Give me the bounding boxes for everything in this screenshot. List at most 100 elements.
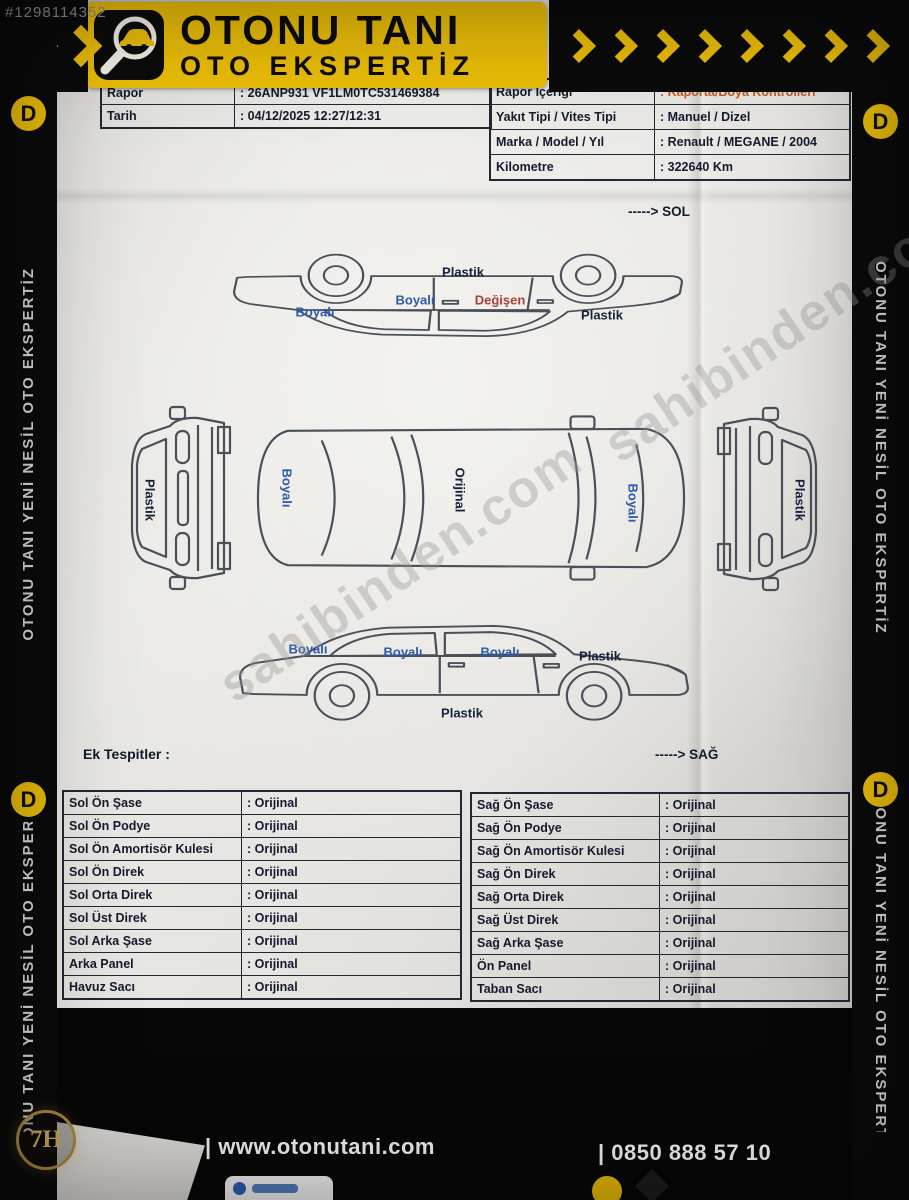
direction-label-sag: -----> SAĞ bbox=[655, 747, 719, 762]
brand-banner: OTONU TANI OTO EKSPERTİZ bbox=[85, 2, 547, 88]
panel-status-label: Boyalı bbox=[279, 468, 295, 508]
car-top-view-diagram bbox=[252, 402, 690, 594]
car-front-view-diagram bbox=[112, 403, 232, 593]
partial-logo bbox=[592, 1170, 696, 1200]
panel-status-label: Boyalı bbox=[288, 641, 328, 657]
table-row: Sağ Ön Podye : Orijinal bbox=[472, 816, 848, 839]
right-brand-strip: D OTONU TANI YENİ NESİL OTO EKSPERTİZ D … bbox=[852, 0, 909, 1200]
field-value: : Renault / MEGANE / 2004 bbox=[660, 135, 817, 149]
finding-value: : Orijinal bbox=[665, 959, 716, 973]
finding-label: Sağ Üst Direk bbox=[472, 909, 660, 931]
table-row: Sağ Ön Direk: Orijinal bbox=[472, 862, 848, 885]
brand-title-line2: OTO EKSPERTİZ bbox=[180, 50, 476, 81]
finding-value: : Orijinal bbox=[665, 821, 716, 835]
panel-status-label: Boyalı bbox=[395, 292, 435, 308]
vertical-brand-text: OTONU TANI YENİ NESİL OTO EKSPERTİZ bbox=[852, 808, 909, 1132]
finding-label: Ön Panel bbox=[472, 955, 660, 977]
finding-value: : Orijinal bbox=[247, 957, 298, 971]
panel-status-label: Plastik bbox=[581, 307, 623, 323]
table-row: Ön Panel : Orijinal bbox=[472, 954, 848, 977]
top-right-chevron-bar bbox=[549, 0, 909, 92]
finding-label: Sağ Arka Şase bbox=[472, 932, 660, 954]
panel-status-label: Boyalı bbox=[295, 304, 335, 320]
field-value: : 04/12/2025 12:27/12:31 bbox=[240, 109, 382, 123]
table-row: Sağ Ön Şase: Orijinal bbox=[472, 794, 848, 816]
chevron-right-icon bbox=[814, 29, 848, 63]
field-label: Marka / Model / Yıl bbox=[491, 130, 655, 154]
finding-label: Havuz Sacı bbox=[64, 976, 242, 998]
uploader-logo-watermark: 7H bbox=[16, 1110, 76, 1170]
chevron-right-icon bbox=[562, 29, 596, 63]
car-right-side-view-diagram bbox=[233, 610, 697, 725]
otonutani-badge-icon: D bbox=[11, 782, 46, 817]
finding-label: Sol Ön Direk bbox=[64, 861, 242, 883]
magnifier-car-logo-icon bbox=[92, 8, 166, 82]
table-row: Arka Panel: Orijinal bbox=[64, 952, 460, 975]
finding-label: Sol Ön Podye bbox=[64, 815, 242, 837]
table-row: Sağ Arka Şase: Orijinal bbox=[472, 931, 848, 954]
table-row: Sağ Ön Amortisör Kulesi: Orijinal bbox=[472, 839, 848, 862]
otonutani-badge-icon: D bbox=[863, 772, 898, 807]
panel-status-label: Plastik bbox=[142, 479, 158, 521]
partial-logo-mark bbox=[592, 1176, 622, 1200]
table-row: Sol Arka Şase: Orijinal bbox=[64, 929, 460, 952]
otonutani-badge-icon: D bbox=[863, 104, 898, 139]
vertical-brand-text-label: OTONU TANI YENİ NESİL OTO EKSPERTİZ bbox=[20, 822, 37, 1132]
field-label: Kilometre bbox=[491, 155, 655, 179]
finding-value: : Orijinal bbox=[665, 867, 716, 881]
chevron-right-icon bbox=[646, 29, 680, 63]
panel-status-label: Boyalı bbox=[625, 483, 641, 523]
panel-status-label: Değişen bbox=[474, 292, 526, 308]
chevron-right-icon bbox=[604, 29, 638, 63]
finding-value: : Orijinal bbox=[247, 819, 298, 833]
vertical-brand-text: OTONU TANI YENİ NESİL OTO EKSPERTİZ bbox=[0, 134, 57, 774]
finding-value: : Orijinal bbox=[665, 890, 716, 904]
finding-value: : Orijinal bbox=[247, 980, 298, 994]
finding-label: Sağ Ön Podye bbox=[472, 817, 660, 839]
footer-website: | www.otonutani.com bbox=[205, 1134, 435, 1159]
vertical-brand-text: OTONU TANI YENİ NESİL OTO EKSPERTİZ bbox=[852, 142, 909, 754]
panel-status-label: Plastik bbox=[442, 264, 484, 280]
table-row: Tarih : 04/12/2025 12:27/12:31 bbox=[102, 104, 490, 127]
table-row: Kilometre : 322640 Km bbox=[491, 154, 849, 179]
brand-title: OTONU TANI OTO EKSPERTİZ bbox=[180, 6, 476, 81]
panel-status-label: Boyalı bbox=[383, 644, 423, 660]
chevron-right-icon bbox=[856, 29, 890, 63]
finding-value: : Orijinal bbox=[247, 934, 298, 948]
table-row: Sol Ön Şase : Orijinal bbox=[64, 792, 460, 814]
brand-title-line1: OTONU TANI bbox=[180, 6, 462, 53]
table-row: Sol Ön Amortisör Kulesi: Orijinal bbox=[64, 837, 460, 860]
vertical-brand-text-label: OTONU TANI YENİ NESİL OTO EKSPERTİZ bbox=[872, 261, 889, 635]
finding-label: Sol Ön Şase bbox=[64, 792, 242, 814]
finding-value: : Orijinal bbox=[247, 865, 298, 879]
paper-crease bbox=[687, 0, 713, 1008]
finding-label: Taban Sacı bbox=[472, 978, 660, 1000]
field-value: : 322640 Km bbox=[660, 160, 733, 174]
finding-value: : Orijinal bbox=[665, 844, 716, 858]
vertical-brand-text: OTONU TANI YENİ NESİL OTO EKSPERTİZ bbox=[0, 822, 57, 1132]
vertical-brand-text-label: OTONU TANI YENİ NESİL OTO EKSPERTİZ bbox=[872, 808, 889, 1132]
table-row: Sağ Orta Direk : Orijinal bbox=[472, 885, 848, 908]
field-label: Yakıt Tipi / Vites Tipi bbox=[491, 105, 655, 129]
chevron-right-icon bbox=[772, 29, 806, 63]
partial-logo-mark bbox=[252, 1183, 298, 1193]
left-brand-strip: D OTONU TANI YENİ NESİL OTO EKSPERTİZ D … bbox=[0, 0, 57, 1200]
paper-crease bbox=[57, 188, 852, 204]
report-info-table-left: Rapor : 26ANP931 VF1LM0TC531469384 Tarih… bbox=[100, 80, 492, 129]
finding-value: : Orijinal bbox=[247, 796, 298, 810]
finding-value: : Orijinal bbox=[247, 911, 298, 925]
finding-value: : Orijinal bbox=[247, 842, 298, 856]
direction-label-sol: -----> SOL bbox=[628, 204, 690, 219]
finding-label: Sol Orta Direk bbox=[64, 884, 242, 906]
partial-logo-mark bbox=[635, 1170, 669, 1200]
partial-logo-mark bbox=[233, 1181, 246, 1195]
report-paper: Rapor : 26ANP931 VF1LM0TC531469384 Tarih… bbox=[57, 0, 852, 1008]
table-row: Havuz Sacı : Orijinal bbox=[64, 975, 460, 998]
panel-status-label: Boyalı bbox=[480, 644, 520, 660]
finding-label: Sağ Orta Direk bbox=[472, 886, 660, 908]
table-row: Yakıt Tipi / Vites Tipi : Manuel / Dizel bbox=[491, 104, 849, 129]
chevron-right-icon bbox=[688, 29, 722, 63]
table-row: Sol Ön Podye : Orijinal bbox=[64, 814, 460, 837]
table-row: Sol Orta Direk: Orijinal bbox=[64, 883, 460, 906]
